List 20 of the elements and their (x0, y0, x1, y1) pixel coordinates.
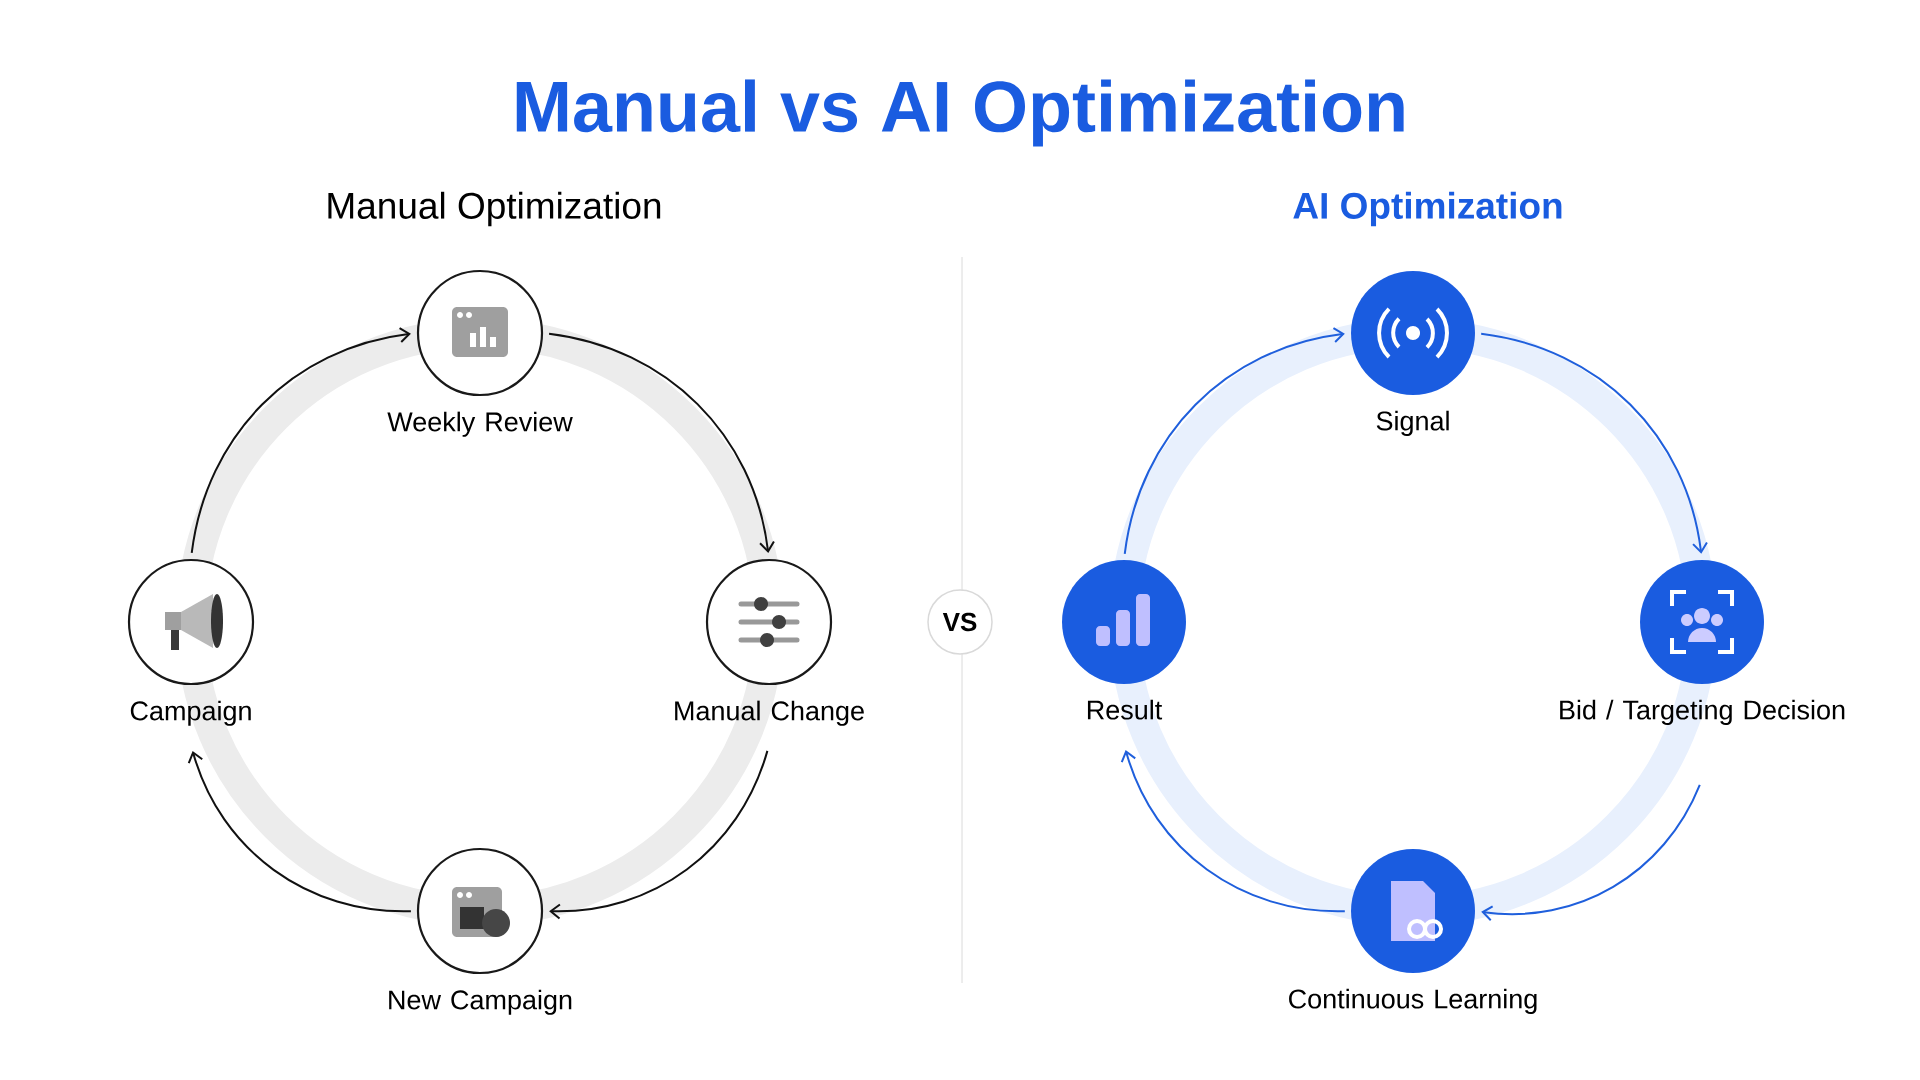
step-label: Weekly Review (387, 411, 573, 437)
arrow (1123, 327, 1345, 555)
step-label: Manual Change (675, 700, 864, 726)
step-label: Signal (1376, 410, 1449, 436)
step-label: Result (1087, 699, 1163, 720)
arrow (1481, 783, 1701, 922)
vs-badge: VS (927, 589, 993, 655)
arrow (190, 327, 411, 554)
arrow (1480, 332, 1708, 554)
section-heading: AI Optimization (1293, 191, 1562, 227)
step-label: Campaign (130, 700, 251, 726)
step-label: Bid / Targeting Decision (1560, 699, 1845, 725)
arrow (187, 750, 412, 913)
arrow (548, 332, 775, 553)
step-label: Continuous Learning (1289, 988, 1537, 1014)
title: Manual vs AI Optimization (516, 79, 1404, 147)
step-label: New Campaign (389, 989, 572, 1015)
arrow (549, 749, 769, 920)
section-heading: Manual Optimization (328, 191, 661, 227)
arrow (1120, 750, 1346, 913)
